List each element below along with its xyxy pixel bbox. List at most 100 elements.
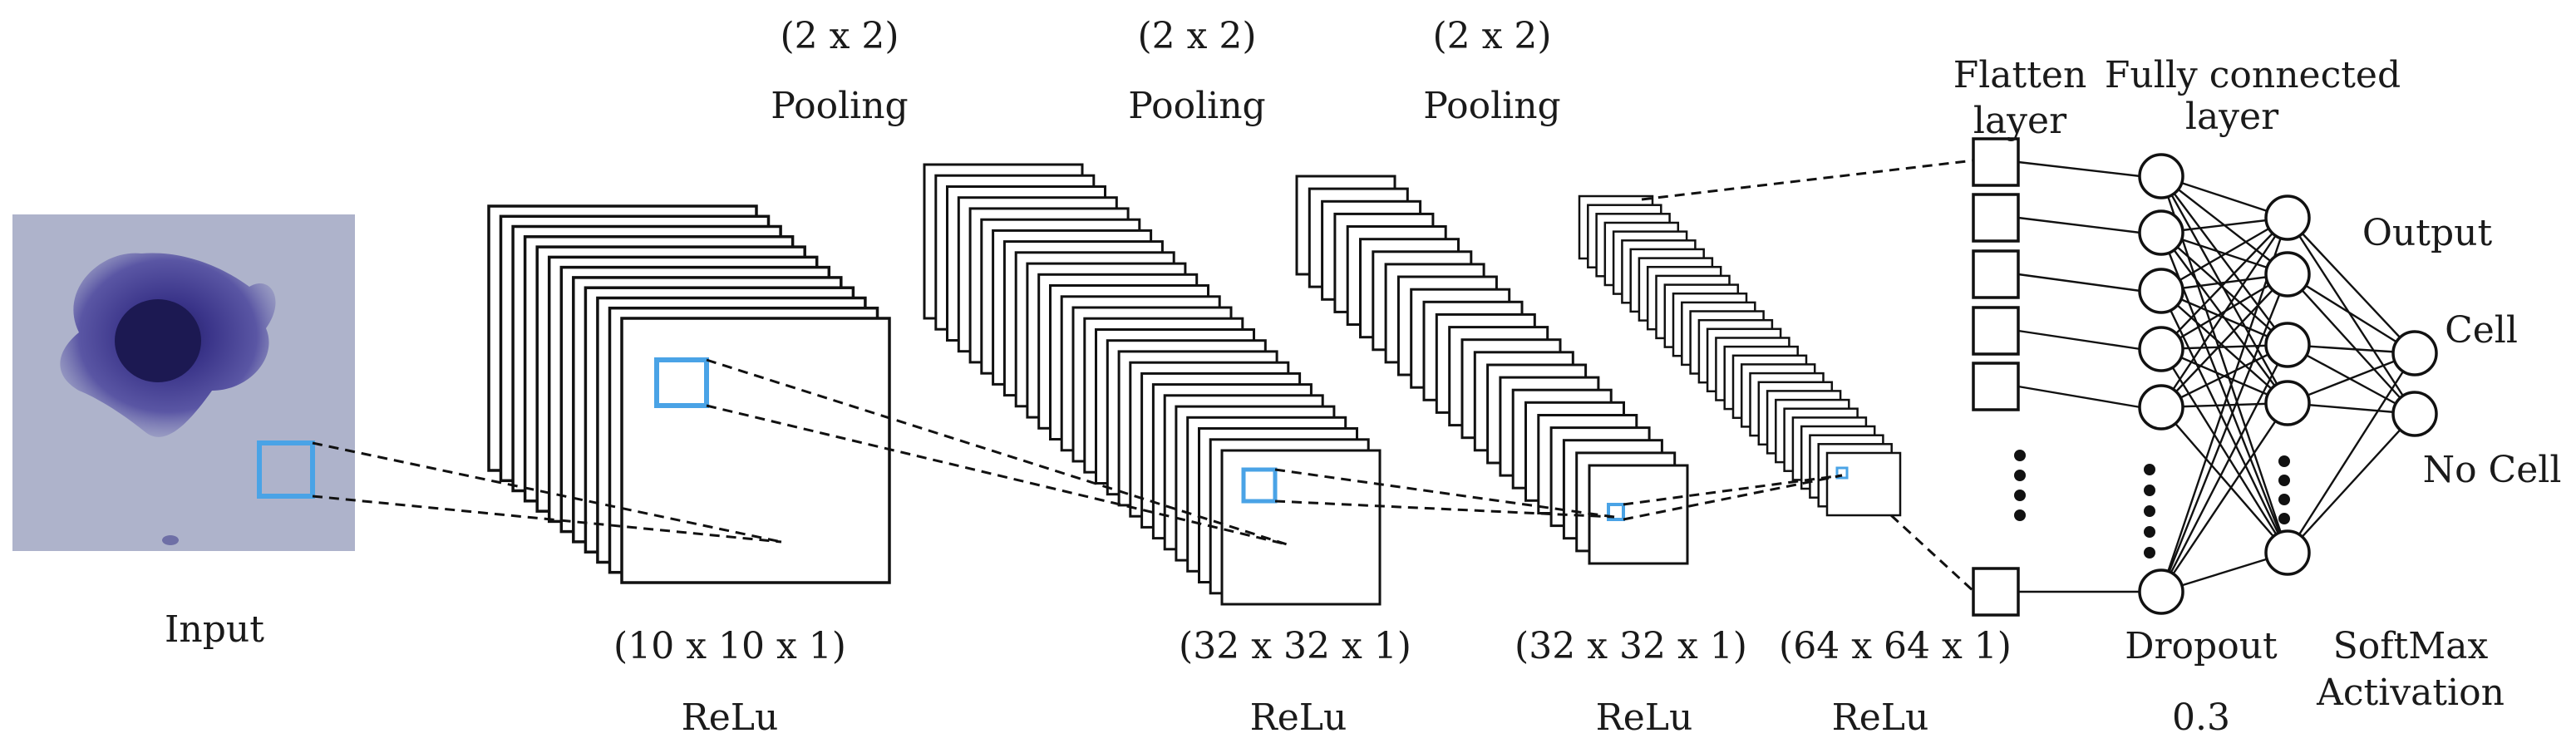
output-connection (2286, 217, 2416, 415)
hidden-1-unit (2138, 153, 2184, 199)
ellipsis-dot (2278, 455, 2290, 467)
flatten-hidden-connection (2017, 329, 2141, 351)
flatten-label-line2: layer (1973, 100, 2067, 142)
conv1-activation: ReLu (682, 696, 779, 739)
dropout-rate: 0.3 (2172, 696, 2230, 739)
dense-connection (2160, 343, 2288, 409)
ellipsis-dot (2144, 526, 2155, 538)
hidden-2-unit (2264, 529, 2311, 576)
ellipsis-dot (2014, 450, 2026, 461)
conv-block-2: (2 x 2) Pooling (32 x 32 x 1) ReLu (771, 15, 1411, 739)
conv4-feature-map-stack (1578, 194, 1902, 517)
conv3-pooling-label: Pooling (1128, 85, 1265, 127)
hidden-1-unit (2138, 326, 2184, 372)
conv1-feature-map-stack (487, 204, 891, 584)
dense-label-line1: Fully connected (2105, 54, 2401, 96)
hidden-2-unit (2264, 194, 2311, 241)
conv-block-4: (2 x 2) Pooling (64 x 64 x 1) ReLu (1423, 15, 2012, 739)
output-label: Output (2362, 212, 2493, 254)
flatten-hidden-connection (2017, 216, 2141, 234)
conv1-kernel-box (654, 357, 709, 408)
dense-connection (2160, 402, 2288, 593)
conv2-pooling-label: Pooling (771, 85, 908, 127)
flatten-unit (1972, 567, 2020, 617)
conv4-pooling-size: (2 x 2) (1432, 15, 1551, 57)
conv2-activation: ReLu (1250, 696, 1347, 739)
conv2-feature-map-stack (923, 163, 1382, 606)
ellipsis-dot (2144, 464, 2155, 475)
projection-lines (312, 156, 1997, 613)
projection-line (706, 358, 1288, 546)
hidden-layer-1-units (2138, 153, 2184, 615)
projection-line (1274, 468, 1615, 519)
output-connection (2286, 352, 2416, 554)
conv3-feature-map (1588, 464, 1689, 565)
dense-connection (2160, 175, 2288, 346)
conv3-pooling-size: (2 x 2) (1137, 15, 1256, 57)
ellipsis-dot (2278, 513, 2290, 524)
conv3-dims: (32 x 32 x 1) (1515, 625, 1747, 667)
ellipsis-dot (2278, 475, 2290, 486)
dense-connection (2160, 273, 2289, 593)
output-connection (2287, 413, 2416, 554)
output-connection (2287, 273, 2416, 415)
output-unit (2391, 330, 2438, 376)
flatten-layer-units (1972, 137, 2020, 617)
conv2-feature-map (1220, 449, 1382, 606)
output-connection (2287, 343, 2416, 416)
output-class-cell: Cell (2445, 309, 2518, 352)
output-connection (2287, 217, 2416, 354)
conv3-feature-map-stack (1295, 175, 1689, 565)
flatten-hidden-connection (2017, 273, 2141, 293)
projection-line (1623, 474, 1843, 506)
ellipsis-dot (2144, 547, 2155, 559)
projection-line (1641, 156, 1996, 201)
dense-connection (2160, 344, 2289, 593)
softmax-label-line1: SoftMax (2333, 625, 2489, 667)
dense-connection (2160, 348, 2289, 554)
dense-network (1972, 137, 2438, 617)
input-kernel-box (257, 440, 315, 499)
projection-line (312, 495, 782, 544)
hidden-1-unit (2138, 209, 2184, 256)
projection-line (312, 441, 782, 544)
ellipsis-dot (2144, 505, 2155, 517)
conv2-kernel-box (1241, 467, 1278, 504)
output-connection (2287, 273, 2416, 355)
ellipsis-dot (2014, 490, 2026, 501)
ellipsis-dot (2014, 470, 2026, 481)
conv-block-1: (10 x 10 x 1) ReLu (487, 204, 891, 739)
hidden-2-unit (2264, 251, 2311, 298)
ellipsis-dot (2144, 485, 2155, 496)
projection-line (1274, 499, 1615, 519)
ellipsis-dot (2278, 494, 2290, 505)
dense-connection (2160, 290, 2289, 554)
conv2-dims: (32 x 32 x 1) (1179, 625, 1411, 667)
softmax-label-line2: Activation (2316, 672, 2505, 714)
flatten-unit (1972, 249, 2020, 299)
flatten-unit (1972, 137, 2020, 187)
output-class-no-cell: No Cell (2423, 449, 2562, 491)
hidden-1-unit (2138, 384, 2184, 431)
input-cell-speck (162, 535, 179, 545)
dense-connection (2160, 217, 2288, 350)
dense-label-line2: layer (2185, 96, 2279, 138)
conv3-activation: ReLu (1596, 696, 1693, 739)
conv2-pooling-size: (2 x 2) (780, 15, 899, 57)
ellipsis-dots (2014, 450, 2290, 559)
conv4-pooling-label: Pooling (1423, 85, 1560, 127)
conv3-kernel-box (1607, 503, 1625, 521)
flatten-unit (1972, 306, 2020, 356)
hidden-layer-2-units (2264, 194, 2311, 576)
conv1-dims: (10 x 10 x 1) (613, 625, 846, 667)
input-image: Input (12, 214, 355, 651)
dense-connection (2160, 217, 2288, 408)
hidden-2-unit (2264, 322, 2311, 368)
input-label: Input (165, 608, 264, 651)
flatten-label-line1: Flatten (1953, 54, 2087, 96)
hidden-1-unit (2138, 268, 2184, 314)
network-connections (2017, 160, 2416, 593)
flatten-hidden-connection (2017, 160, 2141, 178)
output-unit (2391, 391, 2438, 437)
